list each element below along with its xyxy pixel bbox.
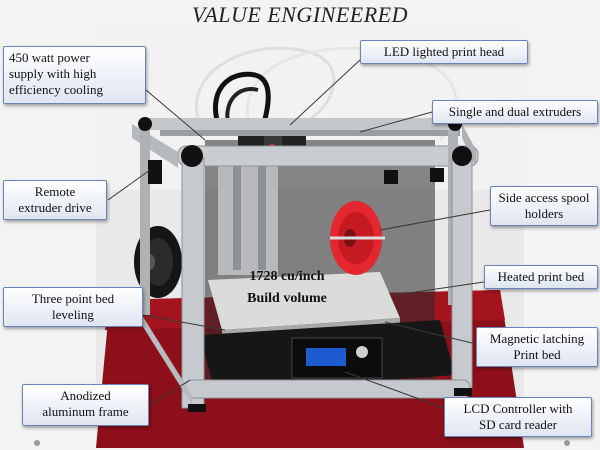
slide-bullet-right bbox=[564, 440, 570, 446]
callout-bed-leveling: Three point bed leveling bbox=[3, 287, 143, 327]
lcd-screen bbox=[306, 348, 346, 366]
build-volume-label: 1728 cu/inch Build volume bbox=[222, 266, 352, 310]
cable-bundle bbox=[213, 71, 271, 131]
callout-magnetic-bed: Magnetic latching Print bed bbox=[476, 327, 598, 367]
build-volume-line2: Build volume bbox=[247, 291, 327, 306]
extruder-motor bbox=[148, 160, 162, 184]
callout-spool-holders: Side access spool holders bbox=[490, 186, 598, 226]
callout-led-print-head: LED lighted print head bbox=[360, 40, 528, 64]
callout-power-supply: 450 watt power supply with high efficien… bbox=[3, 46, 146, 104]
callout-extruders: Single and dual extruders bbox=[432, 100, 598, 124]
z-axis-plate bbox=[218, 160, 278, 275]
frame-front-left bbox=[181, 157, 205, 409]
frame-top-back bbox=[140, 118, 460, 130]
frame-top-front bbox=[177, 145, 479, 167]
leader-lines bbox=[107, 59, 491, 409]
slide-bullet-left bbox=[34, 440, 40, 446]
callout-heated-bed: Heated print bed bbox=[484, 265, 598, 289]
callout-aluminum-frame: Anodized aluminum frame bbox=[22, 384, 149, 426]
callout-lcd-controller: LCD Controller with SD card reader bbox=[444, 397, 592, 437]
slide-title: VALUE ENGINEERED bbox=[192, 2, 408, 27]
print-bed bbox=[208, 272, 400, 330]
printer-photo bbox=[96, 30, 524, 448]
lcd-knob bbox=[356, 346, 368, 358]
build-volume-line1: 1728 cu/inch bbox=[249, 269, 325, 284]
frame-bottom-front bbox=[184, 379, 471, 399]
frame-front-right bbox=[451, 157, 473, 389]
callout-remote-extruder: Remote extruder drive bbox=[3, 180, 107, 220]
filament-tube bbox=[195, 46, 336, 130]
corner-cap bbox=[181, 145, 203, 167]
